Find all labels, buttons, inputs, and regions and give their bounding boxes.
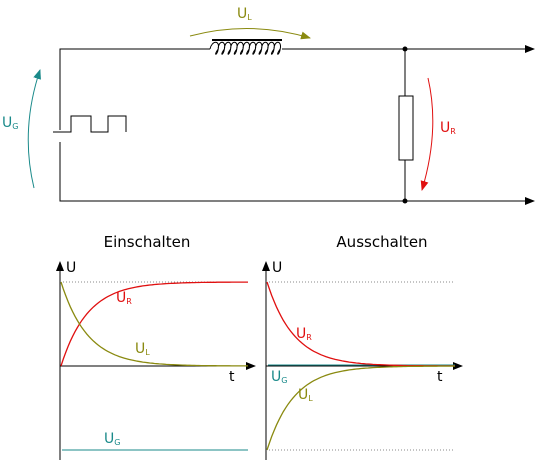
chart-on-ur-curve	[60, 281, 248, 367]
chart-on: U t UR UL UG	[56, 260, 256, 460]
chart-off-y-label: U	[272, 260, 282, 276]
chart-on-ur-label: UR	[116, 290, 132, 306]
junction-top	[402, 46, 408, 52]
generator-wire	[59, 48, 210, 130]
generator-voltage-arrow	[27, 69, 41, 189]
inductor-coil	[209, 41, 282, 55]
chart-off-ul-label: UL	[298, 387, 313, 403]
chart-on-ul-curve	[60, 281, 248, 367]
inductor-voltage-label: UL	[237, 6, 252, 22]
chart-off-x-label: t	[437, 369, 443, 385]
junction-bottom	[402, 198, 408, 204]
chart-on-title: Einschalten	[104, 233, 191, 251]
chart-off: U t UR UG UL	[262, 260, 463, 460]
chart-off-ur-curve	[266, 281, 455, 367]
chart-on-x-label: t	[229, 369, 235, 385]
chart-on-ul-label: UL	[135, 341, 150, 357]
chart-on-ug-label: UG	[104, 431, 120, 447]
chart-off-ul-curve	[266, 365, 455, 451]
square-wave-symbol	[53, 115, 127, 133]
resistor-voltage-label: UR	[440, 120, 456, 136]
chart-on-y-label: U	[66, 260, 76, 276]
generator-wire-bottom	[59, 142, 405, 202]
inductor-voltage-arrow	[189, 28, 311, 40]
generator-voltage-label: UG	[2, 115, 18, 131]
circuit	[53, 39, 535, 205]
chart-off-title: Ausschalten	[336, 233, 427, 251]
resistor	[398, 95, 414, 161]
resistor-voltage-arrow	[420, 77, 434, 191]
chart-off-ur-label: UR	[296, 326, 312, 342]
chart-off-ug-label: UG	[271, 369, 287, 385]
